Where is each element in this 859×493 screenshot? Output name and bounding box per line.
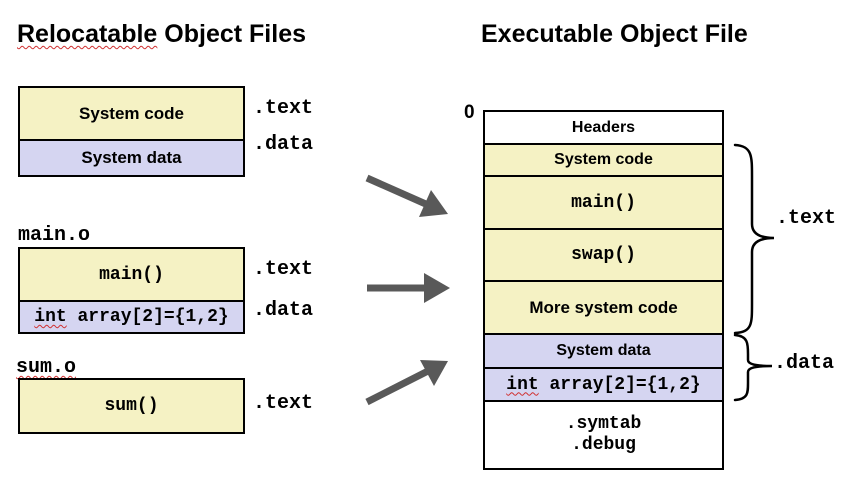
sum-o-label: sum.o [16, 356, 76, 380]
sum-o-text: sum.o [16, 356, 77, 379]
left-text-label-3: .text [253, 392, 314, 415]
left-system-data-label: System data [81, 148, 182, 167]
executable-title: Executable Object File [481, 20, 748, 48]
exe-main-box: main() [483, 175, 724, 230]
left-sum-label: sum() [104, 396, 159, 416]
arrow-top [365, 174, 448, 217]
relocatable-title: Relocatable Object Files [17, 19, 306, 49]
exe-swap-label: swap() [571, 245, 636, 265]
left-int-array-box: int array[2]={1,2} [18, 300, 245, 334]
main-o-label: main.o [18, 224, 91, 247]
left-system-code-label: System code [79, 103, 184, 123]
left-text-label-2: .text [253, 258, 314, 281]
exe-system-data-label: System data [556, 342, 651, 359]
brace-data-label: .data [774, 352, 835, 375]
left-main-box: main() [18, 247, 245, 302]
left-int-array-label: int array[2]={1,2} [34, 307, 228, 327]
exe-main-label: main() [571, 192, 636, 213]
arrow-bottom [365, 360, 448, 406]
left-system-data-box: System data [18, 139, 245, 177]
exe-int-array-label: int array[2]={1,2} [506, 375, 700, 395]
exe-int-word: int [506, 374, 539, 395]
address-zero-label: 0 [464, 102, 475, 123]
exe-int-rest: array[2]={1,2} [538, 374, 701, 395]
exe-symtab-debug-box: .symtab .debug [483, 400, 724, 470]
left-text-label-1: .text [253, 97, 314, 120]
exe-int-array-box: int array[2]={1,2} [483, 367, 724, 402]
left-int-word: int [34, 307, 67, 327]
data-section-brace [733, 333, 773, 402]
left-main-label: main() [99, 264, 164, 285]
left-data-label-1: .data [253, 133, 314, 156]
relocatable-title-rest: Object Files [157, 20, 307, 48]
text-section-brace [733, 143, 775, 335]
left-int-rest: array[2]={1,2} [66, 307, 229, 327]
exe-symtab-label: .symtab [565, 414, 642, 434]
left-sum-box: sum() [18, 378, 245, 434]
left-data-label-2: .data [253, 299, 314, 322]
exe-more-system-code-label: More system code [529, 297, 678, 317]
exe-system-code-label: System code [554, 151, 653, 168]
exe-more-system-code-box: More system code [483, 280, 724, 335]
arrow-middle [367, 273, 450, 303]
exe-headers-label: Headers [571, 118, 636, 136]
brace-text-label: .text [776, 207, 837, 230]
exe-system-code-box: System code [483, 143, 724, 177]
relocatable-title-word: Relocatable [17, 20, 158, 48]
exe-debug-label: .debug [571, 435, 636, 455]
